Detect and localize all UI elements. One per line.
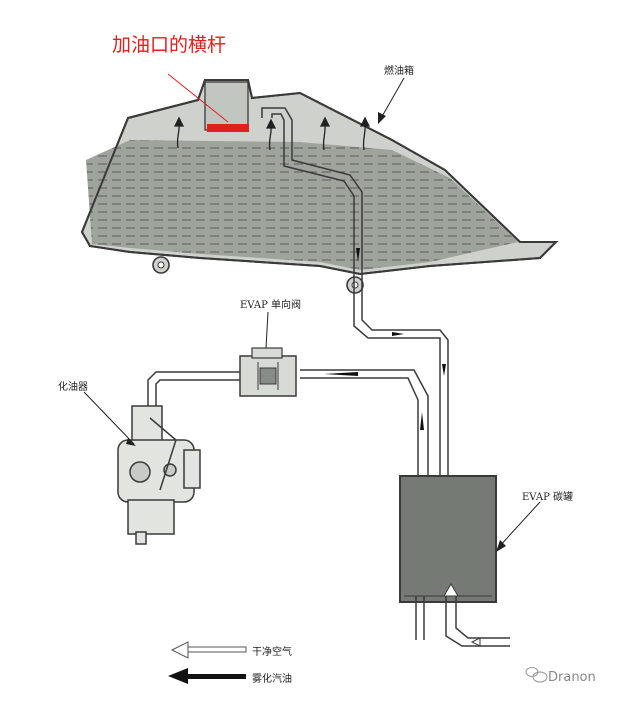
carburetor-leader xyxy=(83,391,135,445)
legend-fuel-vapor-arrow xyxy=(168,668,246,684)
fuel-tank-leader xyxy=(379,77,405,121)
filler-bar-leader xyxy=(167,73,229,123)
carburetor-label: 化油器 xyxy=(58,382,88,393)
evap-canister xyxy=(399,475,510,647)
legend-clean-air-arrow xyxy=(170,641,247,659)
evap-canister-label: EVAP 碳罐 xyxy=(522,492,573,503)
carb-line xyxy=(147,371,240,408)
evap-check-valve xyxy=(239,347,297,397)
canister-leader xyxy=(497,501,541,549)
fuel-tank xyxy=(80,79,559,294)
legend-fuel-vapor-label: 雾化汽油 xyxy=(252,674,292,685)
carburetor xyxy=(117,405,201,545)
watermark-text: Dranon xyxy=(548,670,596,685)
filler-bar-label: 加油口的横杆 xyxy=(112,34,227,56)
evap-valve-label: EVAP 单向阀 xyxy=(240,300,301,311)
filler-bar-highlight xyxy=(207,124,249,132)
watermark-icon xyxy=(525,667,548,683)
fuel-tank-label: 燃油箱 xyxy=(384,66,414,77)
evap-valve-leader xyxy=(265,311,269,349)
vent-line xyxy=(261,107,449,478)
purge-line xyxy=(300,369,429,478)
legend-clean-air-label: 干净空气 xyxy=(252,647,292,658)
